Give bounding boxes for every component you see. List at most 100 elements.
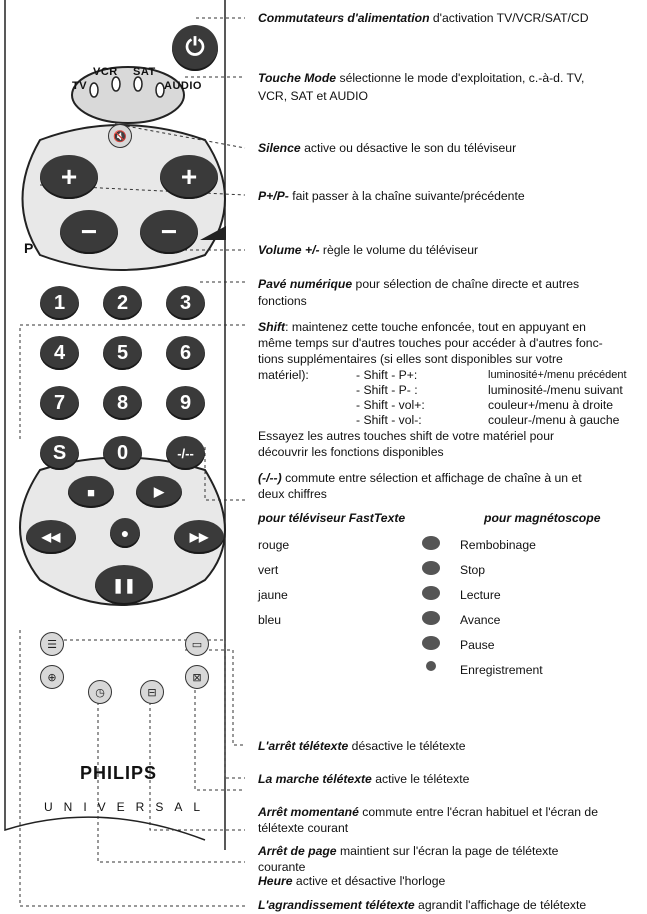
power-button[interactable]: ⏻ xyxy=(172,25,218,71)
vcr-function: Stop xyxy=(460,562,485,578)
teletext-off-button[interactable]: ▭ xyxy=(185,632,209,656)
key-9[interactable]: 9 xyxy=(166,386,205,420)
vol-plus-button[interactable]: + xyxy=(160,155,218,199)
fasttext-header: pour téléviseur FastTexte xyxy=(258,510,405,526)
desc-body: désactive le télétexte xyxy=(348,739,465,753)
desc-title: L'agrandissement télétexte xyxy=(258,898,415,912)
desc-title: Heure xyxy=(258,874,293,888)
desc-title: Shift xyxy=(258,320,285,334)
vcr-function: Pause xyxy=(460,637,495,653)
key-7[interactable]: 7 xyxy=(40,386,79,420)
p-plus-button[interactable]: + xyxy=(40,155,98,199)
teletext-icon: ☰ xyxy=(47,638,57,651)
desc-shift-4: matériel): xyxy=(258,367,309,383)
mode-label-tv: TV xyxy=(72,80,87,92)
mute-icon: 🔇 xyxy=(113,130,127,143)
key-label: 7 xyxy=(54,392,65,415)
desc-mode-2: VCR, SAT et AUDIO xyxy=(258,88,368,104)
desc-body: active le télétexte xyxy=(372,772,470,786)
desc-body: commute entre l'écran habituel et l'écra… xyxy=(359,805,598,819)
desc-body: règle le volume du téléviseur xyxy=(320,243,479,257)
desc-title: Commutateurs d'alimentation xyxy=(258,11,430,25)
shift-row-value: luminosité-/menu suivant xyxy=(488,382,623,398)
desc-mode: Touche Mode sélectionne le mode d'exploi… xyxy=(258,70,584,86)
desc-title: Touche Mode xyxy=(258,71,336,85)
key-label: 1 xyxy=(54,292,65,315)
key-4[interactable]: 4 xyxy=(40,336,79,370)
clock-button[interactable]: ◷ xyxy=(88,680,112,704)
desc-body: active ou désactive le son du téléviseur xyxy=(301,141,516,155)
desc-hold: Arrêt momentané commute entre l'écran ha… xyxy=(258,804,598,820)
rewind-icon: ◀◀ xyxy=(42,530,60,544)
enlarge-button[interactable]: ⊕ xyxy=(40,665,64,689)
vcr-function: Rembobinage xyxy=(460,537,536,553)
desc-silence: Silence active ou désactive le son du té… xyxy=(258,140,516,156)
desc-power: Commutateurs d'alimentation d'activation… xyxy=(258,10,589,26)
digit-button[interactable]: -/-- xyxy=(166,436,205,470)
enlarge-icon: ⊕ xyxy=(47,671,56,684)
fasttext-color: jaune xyxy=(258,587,288,603)
key-8[interactable]: 8 xyxy=(103,386,142,420)
shift-button[interactable]: S xyxy=(40,436,79,470)
page-hold-icon: ⊟ xyxy=(147,686,156,699)
desc-hold-2: télétexte courant xyxy=(258,820,348,836)
teletext-on-button[interactable]: ☰ xyxy=(40,632,64,656)
pause-icon: ❚❚ xyxy=(112,577,135,594)
fast-forward-button[interactable]: ▶▶ xyxy=(174,520,224,554)
desc-pagehold: Arrêt de page maintient sur l'écran la p… xyxy=(258,843,558,859)
power-icon: ⏻ xyxy=(186,34,205,62)
desc-body: maintient sur l'écran la page de télétex… xyxy=(337,844,559,858)
p-minus-button[interactable]: − xyxy=(60,210,118,254)
key-0[interactable]: 0 xyxy=(103,436,142,470)
key-label: -/-- xyxy=(177,446,194,461)
play-icon xyxy=(422,586,440,600)
desc-body: commute entre sélection et affichage de … xyxy=(282,471,582,485)
desc-shift-2: même temps sur d'autres touches pour acc… xyxy=(258,335,603,351)
shift-row-value: luminosité+/menu précédent xyxy=(488,367,627,383)
stop-icon: ■ xyxy=(87,485,95,500)
page-hold-button[interactable]: ⊟ xyxy=(140,680,164,704)
screen-icon: ▭ xyxy=(192,638,202,651)
desc-shift-6: découvrir les fonctions disponibles xyxy=(258,444,444,460)
rewind-icon xyxy=(422,536,440,550)
key-2[interactable]: 2 xyxy=(103,286,142,320)
mode-label-sat: SAT xyxy=(133,66,156,78)
vcr-header: pour magnétoscope xyxy=(484,510,600,526)
key-label: 6 xyxy=(180,342,191,365)
fast-forward-icon xyxy=(422,611,440,625)
desc-body: agrandit l'affichage de télétexte xyxy=(415,898,587,912)
desc-keypad: Pavé numérique pour sélection de chaîne … xyxy=(258,276,579,292)
desc-title: P+/P- xyxy=(258,189,289,203)
desc-title: La marche télétexte xyxy=(258,772,372,786)
stop-button[interactable]: ■ xyxy=(68,476,114,508)
desc-title: Pavé numérique xyxy=(258,277,352,291)
key-6[interactable]: 6 xyxy=(166,336,205,370)
key-1[interactable]: 1 xyxy=(40,286,79,320)
brand-logo: PHILIPS xyxy=(80,763,157,784)
key-label: 2 xyxy=(117,292,128,315)
stop-icon xyxy=(422,561,440,575)
desc-title: (-/--) xyxy=(258,471,282,485)
vol-plus-label: + xyxy=(181,161,197,193)
desc-body: : maintenez cette touche enfoncée, tout … xyxy=(285,320,586,334)
desc-body: active et désactive l'horloge xyxy=(293,874,446,888)
vol-minus-button[interactable]: − xyxy=(140,210,198,254)
key-label: 8 xyxy=(117,392,128,415)
pause-icon xyxy=(422,636,440,650)
key-5[interactable]: 5 xyxy=(103,336,142,370)
hold-button[interactable]: ⊠ xyxy=(185,665,209,689)
p-label: P xyxy=(24,240,34,256)
rewind-button[interactable]: ◀◀ xyxy=(26,520,76,554)
volume-triangle-icon xyxy=(200,226,226,240)
key-label: 3 xyxy=(180,292,191,315)
record-button[interactable]: ● xyxy=(110,518,140,548)
pause-button[interactable]: ❚❚ xyxy=(95,565,153,605)
desc-title: L'arrêt télétexte xyxy=(258,739,348,753)
mute-button[interactable]: 🔇 xyxy=(108,124,132,148)
key-3[interactable]: 3 xyxy=(166,286,205,320)
desc-body: fait passer à la chaîne suivante/précéde… xyxy=(289,189,525,203)
play-button[interactable]: ▶ xyxy=(136,476,182,508)
key-label: 5 xyxy=(117,342,128,365)
record-icon xyxy=(426,661,436,671)
